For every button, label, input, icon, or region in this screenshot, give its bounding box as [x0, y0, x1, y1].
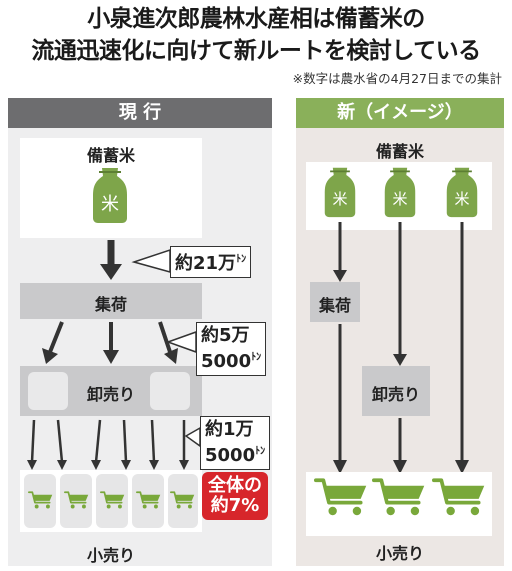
rice-bag-glyph: 米 [101, 194, 119, 215]
current-header: 現 行 [8, 98, 272, 128]
new-wholesale-box [362, 366, 430, 416]
new-retail-label: 小売り [375, 544, 424, 563]
current-top-label: 備蓄米 [86, 146, 135, 165]
rice-bag-glyph: 米 [332, 190, 348, 208]
title-line-2: 流通迅速化に向けて新ルートを検討している [31, 38, 481, 64]
source-note: ※数字は農水省の4月27日までの集計 [292, 71, 502, 86]
callout-collection-unit: ﾄﾝ [236, 254, 247, 265]
share-badge-line1: 全体の [208, 475, 262, 496]
current-wholesale-label: 卸売り [86, 385, 135, 404]
rice-bag-glyph: 米 [392, 190, 408, 208]
store-2 [60, 474, 92, 528]
rice-bag-icon: 米 [444, 166, 480, 218]
callout-retail-unit: ﾄﾝ [255, 446, 266, 457]
callout-wholesale-volume: 約5万 5000ﾄﾝ [196, 322, 267, 376]
cart-icon [432, 476, 488, 518]
callout-collection-volume: 約21万ﾄﾝ [170, 246, 252, 278]
cart-icon [314, 476, 370, 518]
wholesaler-3 [150, 372, 190, 410]
callout-wholesale-line2: 5000 [201, 351, 252, 372]
rice-bag-icon: 米 [382, 166, 418, 218]
store-5 [168, 474, 198, 528]
new-collection-box [310, 282, 360, 322]
store-3 [96, 474, 128, 528]
new-top-label: 備蓄米 [375, 142, 424, 161]
wholesaler-1 [28, 372, 68, 410]
cart-icon [372, 476, 428, 518]
current-collection-label: 集荷 [94, 295, 127, 314]
new-wholesale-label: 卸売り [371, 385, 420, 404]
rice-bag-glyph: 米 [454, 190, 470, 208]
callout-wholesale-unit: ﾄﾝ [251, 352, 262, 363]
callout-retail-line2: 5000 [205, 445, 256, 466]
rice-bag-icon: 米 [90, 166, 130, 224]
store-1 [24, 474, 56, 528]
share-badge-line2: 約7% [210, 495, 260, 516]
callout-collection-value: 約21万 [175, 253, 237, 274]
new-collection-label: 集荷 [318, 296, 351, 315]
callout-retail-volume: 約1万 5000ﾄﾝ [200, 416, 271, 470]
rice-bag-icon: 米 [322, 166, 358, 218]
store-4 [132, 474, 164, 528]
share-badge: 全体の 約7% [202, 472, 268, 520]
current-collection-box [20, 283, 202, 319]
new-header: 新（イメージ） [296, 98, 504, 128]
callout-wholesale-line1: 約5万 [201, 325, 250, 346]
callout-retail-line1: 約1万 [205, 419, 254, 440]
title-line-1: 小泉進次郎農林水産相は備蓄米の [87, 6, 425, 32]
current-retail-label: 小売り [86, 546, 135, 565]
